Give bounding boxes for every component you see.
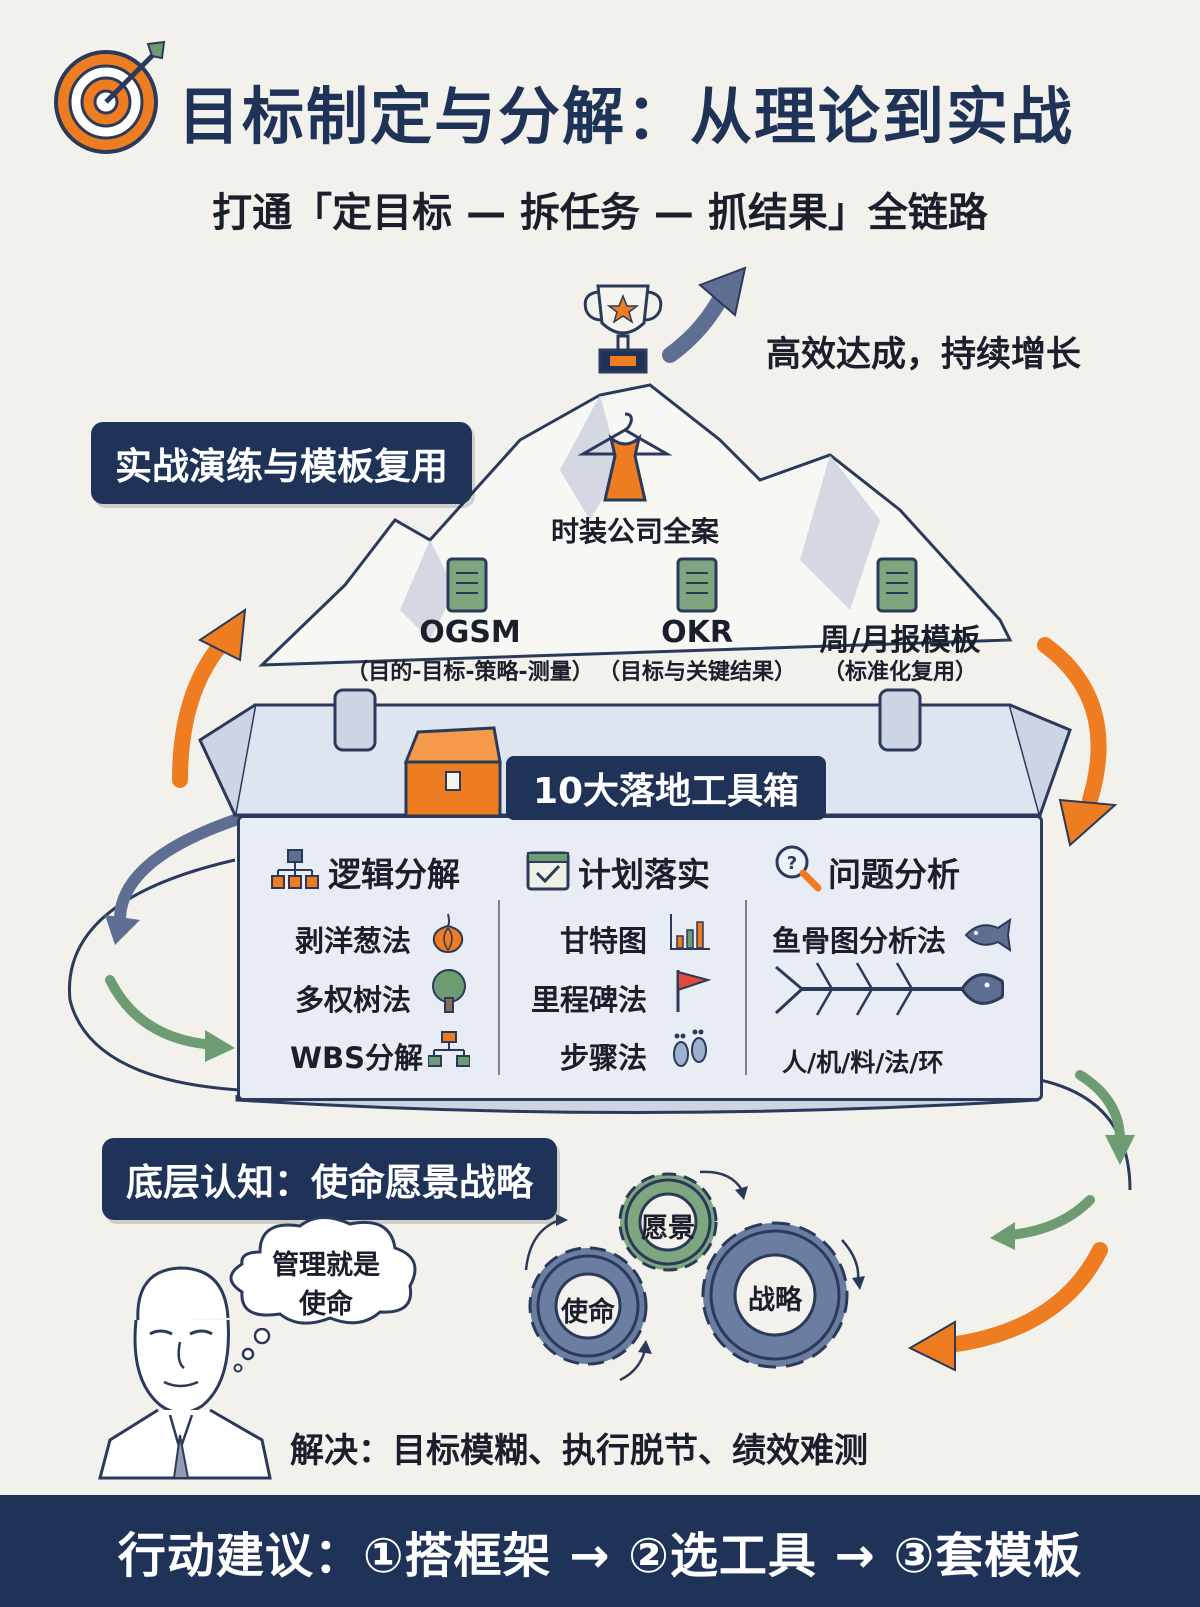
- column-title: 逻辑分解: [328, 855, 460, 894]
- template-desc: （标准化复用）: [822, 660, 977, 685]
- solves-text: 解决：目标模糊、执行脱节、绩效难测: [290, 1431, 868, 1471]
- gears-graphic: [524, 1170, 865, 1382]
- scroll-icon: [876, 557, 918, 613]
- practice-tag: 实战演练与模板复用: [91, 422, 472, 504]
- column-title: 问题分析: [828, 855, 960, 894]
- tool-item: 鱼骨图分析法: [772, 924, 947, 958]
- org-chart-icon: [271, 849, 319, 889]
- column-divider: [745, 900, 747, 1075]
- wbs-icon: [428, 1031, 470, 1067]
- tool-item: 步骤法: [560, 1041, 648, 1075]
- quote-line-1: 管理就是: [272, 1250, 380, 1281]
- quote-line-2: 使命: [299, 1289, 353, 1320]
- page-subtitle: 打通「定目标 — 拆任务 — 抓结果」全链路: [212, 190, 988, 236]
- tool-item: 人/机/料/法/环: [782, 1048, 944, 1077]
- onion-icon: [432, 913, 464, 954]
- foundation-tag: 底层认知：使命愿景战略: [102, 1138, 557, 1220]
- footprints-icon: [673, 1029, 707, 1067]
- toolbox-chest-icon: [403, 726, 502, 818]
- tool-item: 多权树法: [295, 983, 412, 1017]
- tree-icon: [432, 969, 466, 1013]
- person-portrait: [98, 1266, 272, 1480]
- gantt-chart-icon: [670, 914, 710, 950]
- green-arrow-left: [105, 975, 220, 1050]
- template-name: OKR: [661, 615, 733, 650]
- dress-icon: [577, 412, 673, 502]
- column-divider: [498, 900, 500, 1075]
- template-name: OGSM: [419, 615, 521, 650]
- toolbox-label: 10大落地工具箱: [506, 756, 826, 820]
- svg-text:?: ?: [787, 853, 797, 874]
- column-title: 计划落实: [578, 855, 710, 894]
- page-title: 目标制定与分解：从理论到实战: [178, 80, 1075, 153]
- tool-item: 里程碑法: [531, 983, 648, 1017]
- fishbone-diagram: [774, 962, 1004, 1016]
- thought-cloud: [229, 1216, 417, 1325]
- template-name: 周/月报模板: [819, 623, 981, 658]
- calendar-check-icon: [526, 851, 570, 891]
- tool-item: WBS分解: [290, 1041, 423, 1075]
- cycle-arrow-right: [1037, 637, 1107, 808]
- peak-label: 高效达成，持续增长: [766, 335, 1082, 375]
- loop-outline: [67, 858, 241, 1092]
- gear-label: 战略: [748, 1285, 802, 1316]
- scroll-icon: [446, 557, 488, 613]
- flag-icon: [676, 970, 712, 1012]
- magnifier-icon: ?: [775, 845, 822, 892]
- gear-label: 使命: [561, 1297, 615, 1328]
- thought-bubbles: [233, 1328, 271, 1373]
- fish-icon: [964, 918, 1012, 952]
- action-bar: 行动建议：①搭框架 → ②选工具 → ③套模板: [0, 1495, 1200, 1607]
- case-label: 时装公司全案: [550, 515, 719, 548]
- template-desc: （目的-目标-策略-测量）: [346, 660, 594, 685]
- gear-label: 愿景: [641, 1213, 695, 1244]
- trophy-icon: [583, 284, 663, 374]
- cycle-arrow-left: [172, 632, 233, 788]
- tool-item: 甘特图: [560, 924, 648, 958]
- template-desc: （目标与关键结果）: [597, 660, 796, 685]
- scroll-icon: [676, 557, 718, 613]
- target-icon: [54, 40, 166, 154]
- tool-item: 剥洋葱法: [295, 924, 412, 958]
- orange-arrow-gears: [942, 1242, 1108, 1353]
